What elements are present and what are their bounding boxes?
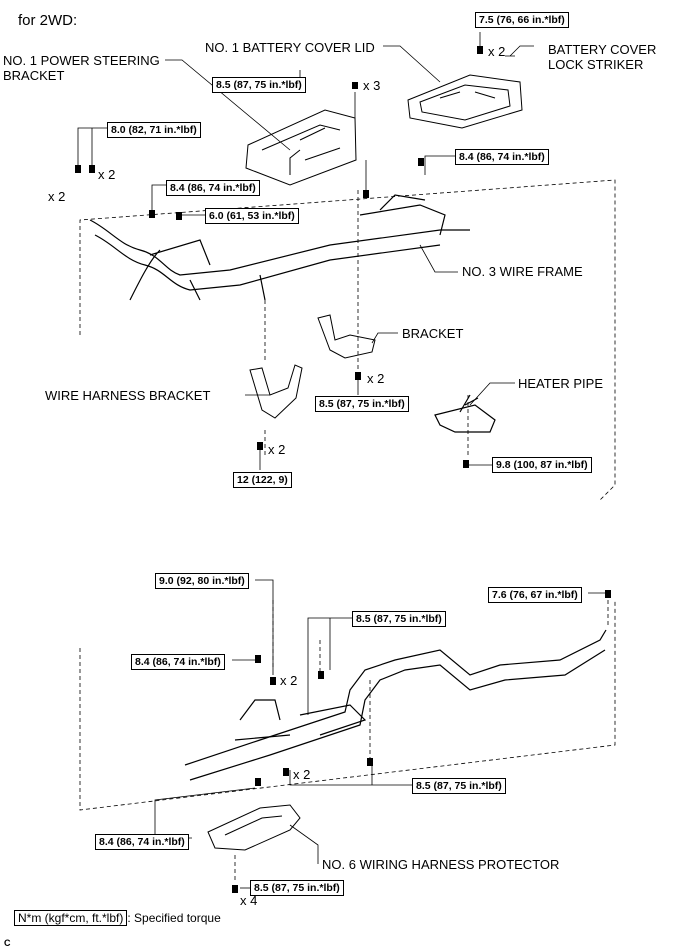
label-heater-pipe: HEATER PIPE xyxy=(518,376,604,391)
qty-ps-bracket: x 3 xyxy=(363,78,381,93)
legend: N*m (kgf*cm, ft.*lbf): Specified torque xyxy=(14,910,221,926)
upper-harness-drawing xyxy=(89,194,470,301)
lower-harness-drawing xyxy=(184,629,607,781)
torque-box-bracket: 8.5 (87, 75 in.*lbf) xyxy=(315,396,409,412)
qty-wire-harness-bracket: x 2 xyxy=(268,442,286,457)
label-wire-frame: NO. 3 WIRE FRAME xyxy=(462,264,583,279)
label-wiring-harness-protector: NO. 6 WIRING HARNESS PROTECTOR xyxy=(322,857,560,872)
power-steering-bracket-drawing xyxy=(245,109,357,186)
torque-box-lower-harness-end: 7.6 (76, 67 in.*lbf) xyxy=(488,587,582,603)
torque-box-lower-1: 9.0 (92, 80 in.*lbf) xyxy=(155,573,249,589)
torque-box-protector: 8.5 (87, 75 in.*lbf) xyxy=(250,880,344,896)
legend-description: : Specified torque xyxy=(127,911,221,925)
torque-box-left-harness-2: 8.4 (86, 74 in.*lbf) xyxy=(166,180,260,196)
torque-box-lower-5: 8.4 (86, 74 in.*lbf) xyxy=(95,834,189,850)
torque-box-left-harness-1: 8.0 (82, 71 in.*lbf) xyxy=(107,122,201,138)
label-power-steering-bracket-2: BRACKET xyxy=(3,68,65,83)
heater-pipe-drawing xyxy=(434,394,496,433)
wire-harness-bracket-drawing xyxy=(249,364,303,419)
legend-unit: N*m (kgf*cm, ft.*lbf) xyxy=(14,910,128,926)
label-power-steering-bracket-1: NO. 1 POWER STEERING xyxy=(3,53,160,68)
qty-left-harness-b: x 2 xyxy=(48,189,66,204)
figure-code: C xyxy=(4,938,11,948)
qty-protector: x 4 xyxy=(240,893,258,908)
page-title: for 2WD: xyxy=(18,12,78,29)
qty-lower-b: x 2 xyxy=(293,767,311,782)
qty-lower-a: x 2 xyxy=(280,673,298,688)
torque-box-ps-bracket: 8.5 (87, 75 in.*lbf) xyxy=(212,77,306,93)
torque-box-heater-pipe: 9.8 (100, 87 in.*lbf) xyxy=(492,457,592,473)
wiring-harness-protector-drawing xyxy=(207,804,301,851)
qty-bracket: x 2 xyxy=(367,371,385,386)
torque-box-lower-4: 8.5 (87, 75 in.*lbf) xyxy=(412,778,506,794)
qty-left-harness-a: x 2 xyxy=(98,167,116,182)
label-bracket: BRACKET xyxy=(402,326,464,341)
torque-box-wire-harness-bracket: 12 (122, 9) xyxy=(233,472,292,488)
bracket-drawing xyxy=(317,314,376,359)
label-battery-cover-lid: NO. 1 BATTERY COVER LID xyxy=(205,40,375,55)
torque-box-battery-lid: 7.5 (76, 66 in.*lbf) xyxy=(475,12,569,28)
bolt-markers xyxy=(75,46,611,893)
torque-box-wire-frame: 8.4 (86, 74 in.*lbf) xyxy=(455,149,549,165)
label-wire-harness-bracket: WIRE HARNESS BRACKET xyxy=(45,388,211,403)
qty-battery-lid: x 2 xyxy=(488,44,506,59)
torque-box-left-harness-3: 6.0 (61, 53 in.*lbf) xyxy=(205,208,299,224)
torque-box-lower-3: 8.4 (86, 74 in.*lbf) xyxy=(131,654,225,670)
label-battery-cover-lock-striker-2: LOCK STRIKER xyxy=(548,57,644,72)
torque-box-lower-2: 8.5 (87, 75 in.*lbf) xyxy=(352,611,446,627)
dashed-guide-lines xyxy=(79,179,616,880)
battery-cover-lid-drawing xyxy=(407,74,523,129)
label-battery-cover-lock-striker-1: BATTERY COVER xyxy=(548,42,657,57)
